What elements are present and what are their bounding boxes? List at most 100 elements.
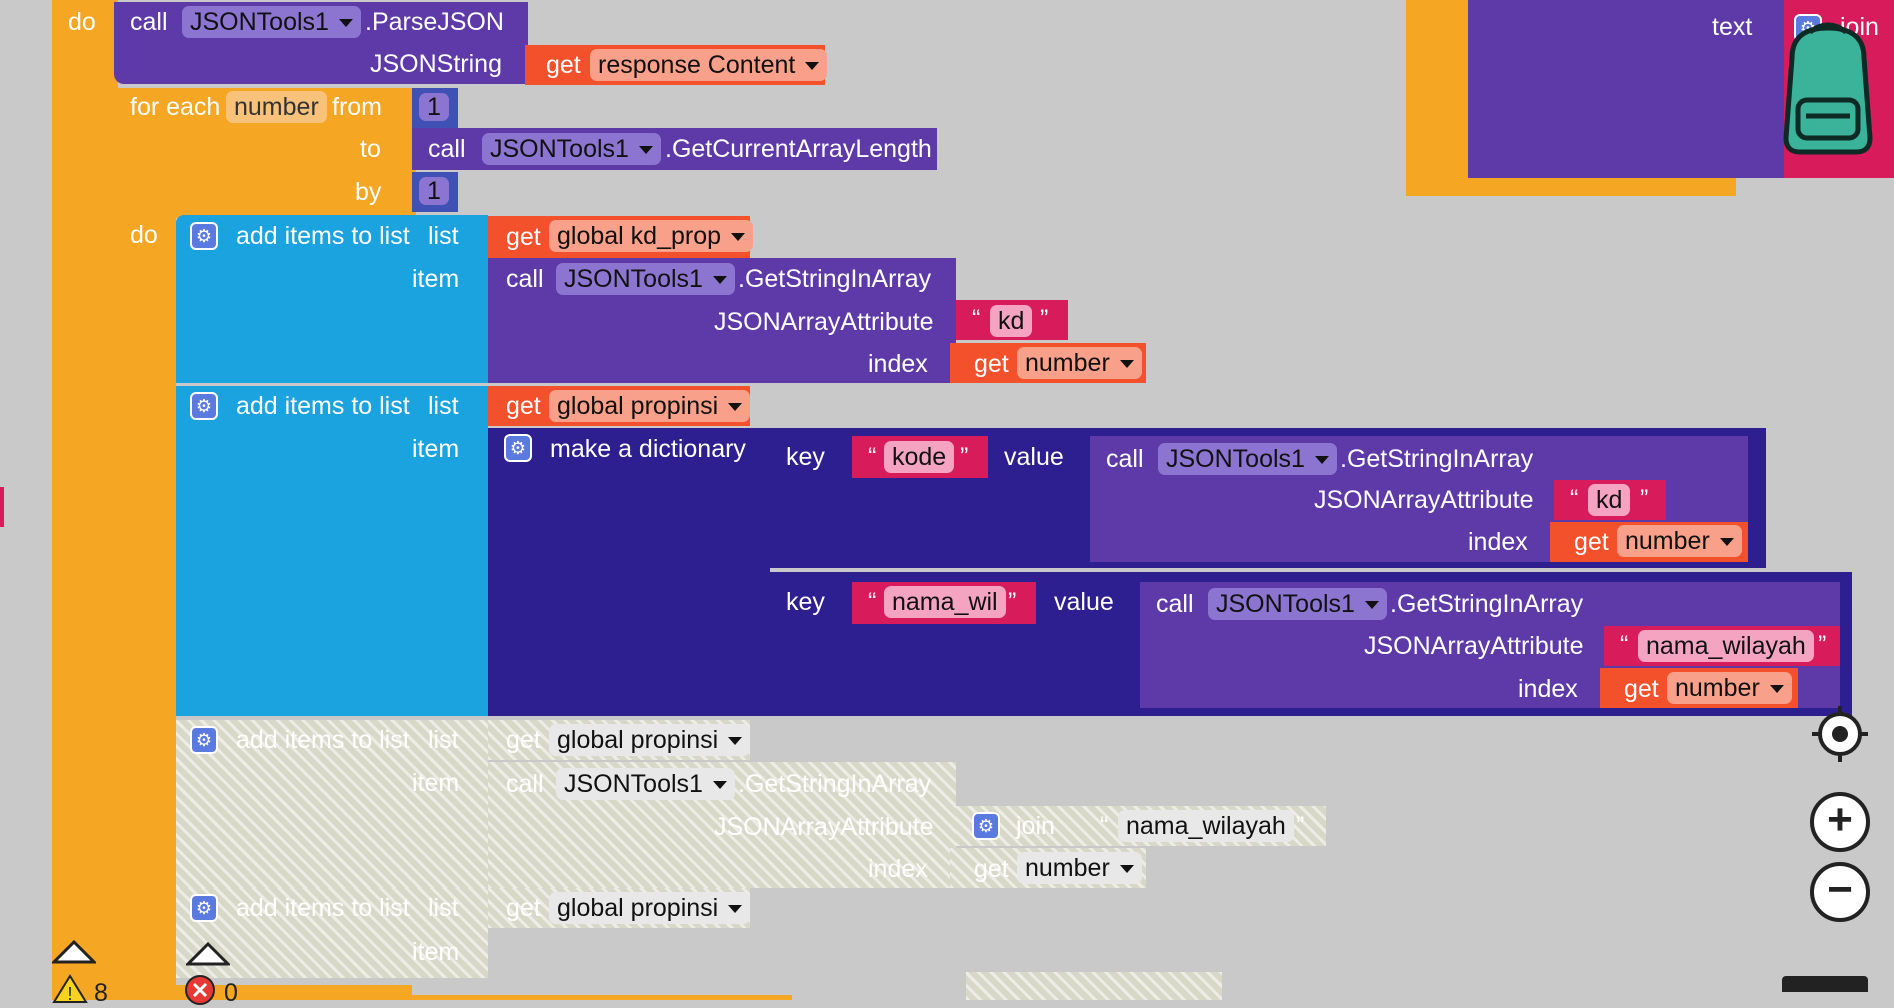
for-each-body-bar xyxy=(114,218,176,988)
component-dropdown[interactable]: JSONTools1 xyxy=(182,6,361,38)
close-quote: ” xyxy=(1640,485,1649,513)
recenter-icon[interactable] xyxy=(1810,704,1870,764)
close-quote: ” xyxy=(1008,588,1017,616)
add-items-block-1[interactable] xyxy=(176,215,488,383)
for-each-do-label: do xyxy=(130,221,158,249)
add4-list-label: list xyxy=(428,894,459,922)
svg-text:!: ! xyxy=(67,984,72,1004)
add3-var-dropdown[interactable]: global propinsi xyxy=(549,724,751,756)
add2-get-label: get xyxy=(506,392,541,420)
add4-get-label: get xyxy=(506,894,541,922)
pair2-call-label: call xyxy=(1156,590,1194,618)
by-value[interactable]: 1 xyxy=(419,177,449,205)
for-each-label: for each xyxy=(130,93,221,121)
to-component-dropdown[interactable]: JSONTools1 xyxy=(482,133,661,165)
arg-label: JSONString xyxy=(370,50,502,78)
add1-var-dropdown[interactable]: global kd_prop xyxy=(549,220,754,252)
gear-icon[interactable]: ⚙ xyxy=(504,434,532,462)
add4-item-label: item xyxy=(412,938,460,966)
pair2-value-label: value xyxy=(1054,588,1114,616)
add3-component-dropdown[interactable]: JSONTools1 xyxy=(556,768,735,800)
add1-call-label: call xyxy=(506,265,544,293)
pair2-key-label: key xyxy=(786,588,825,616)
make-dictionary-block[interactable] xyxy=(488,428,770,716)
pair2-key-text[interactable]: nama_wil xyxy=(884,586,1006,618)
add3-get-label: get xyxy=(506,726,541,754)
pair1-arg2-label: index xyxy=(1468,528,1528,556)
gear-icon[interactable]: ⚙ xyxy=(190,894,218,922)
add-items-block-2[interactable] xyxy=(176,386,488,716)
add3-method-label: .GetStringInArray xyxy=(738,770,932,798)
gear-icon[interactable]: ⚙ xyxy=(190,392,218,420)
variable-dropdown[interactable]: response Content xyxy=(590,49,828,81)
add1-item-label: item xyxy=(412,265,460,293)
event-block[interactable] xyxy=(52,0,118,1000)
pair2-arg1-text[interactable]: nama_wilayah xyxy=(1638,630,1814,662)
open-quote: “ xyxy=(868,588,877,616)
gear-icon[interactable]: ⚙ xyxy=(190,726,218,754)
pair2-method-label: .GetStringInArray xyxy=(1390,590,1584,618)
pair2-arg1-label: JSONArrayAttribute xyxy=(1364,632,1584,660)
pair1-arg2-var[interactable]: number xyxy=(1617,525,1742,557)
from-value[interactable]: 1 xyxy=(419,93,449,121)
close-quote: ” xyxy=(1818,631,1827,659)
add2-list-label: list xyxy=(428,392,459,420)
add3-join-text[interactable]: nama_wilayah xyxy=(1118,810,1294,842)
event-do-label: do xyxy=(68,8,96,36)
add3-label: add items to list xyxy=(236,726,410,754)
error-icon[interactable] xyxy=(184,974,216,1006)
close-quote: ” xyxy=(960,443,969,471)
add3-list-label: list xyxy=(428,726,459,754)
add2-var-dropdown[interactable]: global propinsi xyxy=(549,390,751,422)
trash-icon[interactable] xyxy=(1782,976,1868,992)
add1-component-dropdown[interactable]: JSONTools1 xyxy=(556,263,735,295)
pair1-key-label: key xyxy=(786,443,825,471)
to-label: to xyxy=(360,135,381,163)
by-label: by xyxy=(355,178,382,206)
error-count: 0 xyxy=(224,979,238,1007)
add3-arg2-var[interactable]: number xyxy=(1017,852,1142,884)
add1-method-label: .GetStringInArray xyxy=(738,265,932,293)
offscreen-block[interactable] xyxy=(966,972,1222,1000)
add1-arg2-get: get xyxy=(974,350,1009,378)
add3-arg1-label: JSONArrayAttribute xyxy=(714,813,934,841)
pair1-key-text[interactable]: kode xyxy=(884,441,955,473)
add1-arg1-text[interactable]: kd xyxy=(990,305,1033,337)
collapse-triangle-icon[interactable] xyxy=(52,940,96,964)
zoom-out-icon[interactable]: − xyxy=(1810,862,1870,922)
topright-text-label: text xyxy=(1712,13,1753,41)
add4-var-dropdown[interactable]: global propinsi xyxy=(549,892,751,924)
open-quote: “ xyxy=(868,443,877,471)
add1-get-label: get xyxy=(506,223,541,251)
pair1-arg1-text[interactable]: kd xyxy=(1588,484,1631,516)
open-quote: “ xyxy=(1100,812,1109,840)
zoom-in-icon[interactable]: + xyxy=(1810,792,1870,852)
to-call-label: call xyxy=(428,135,466,163)
add2-item-label: item xyxy=(412,435,460,463)
call-label: call xyxy=(130,8,168,36)
close-quote: ” xyxy=(1296,812,1305,840)
gear-icon[interactable]: ⚙ xyxy=(190,222,218,250)
add1-arg2-var[interactable]: number xyxy=(1017,347,1142,379)
open-quote: “ xyxy=(1620,631,1629,659)
pair2-arg2-var[interactable]: number xyxy=(1667,672,1792,704)
close-quote: ” xyxy=(1040,305,1049,333)
gear-icon[interactable]: ⚙ xyxy=(972,812,1000,840)
pair2-component-dropdown[interactable]: JSONTools1 xyxy=(1208,588,1387,620)
pair1-arg1-label: JSONArrayAttribute xyxy=(1314,486,1534,514)
pair2-arg2-get: get xyxy=(1624,675,1659,703)
pair1-component-dropdown[interactable]: JSONTools1 xyxy=(1158,443,1337,475)
method-label: .ParseJSON xyxy=(365,8,504,36)
add3-call-label: call xyxy=(506,770,544,798)
add-items-block-3-disabled[interactable] xyxy=(176,720,488,888)
add1-list-label: list xyxy=(428,222,459,250)
get-label: get xyxy=(546,51,581,79)
add3-join-label: join xyxy=(1016,812,1055,840)
dict-label: make a dictionary xyxy=(550,435,746,463)
offscreen-orange-edge xyxy=(412,995,792,1000)
loop-var-field[interactable]: number xyxy=(226,91,327,123)
collapse-triangle-icon[interactable] xyxy=(186,942,230,966)
backpack-icon[interactable] xyxy=(1762,18,1894,158)
warning-count: 8 xyxy=(94,979,108,1007)
add1-arg2-label: index xyxy=(868,350,928,378)
